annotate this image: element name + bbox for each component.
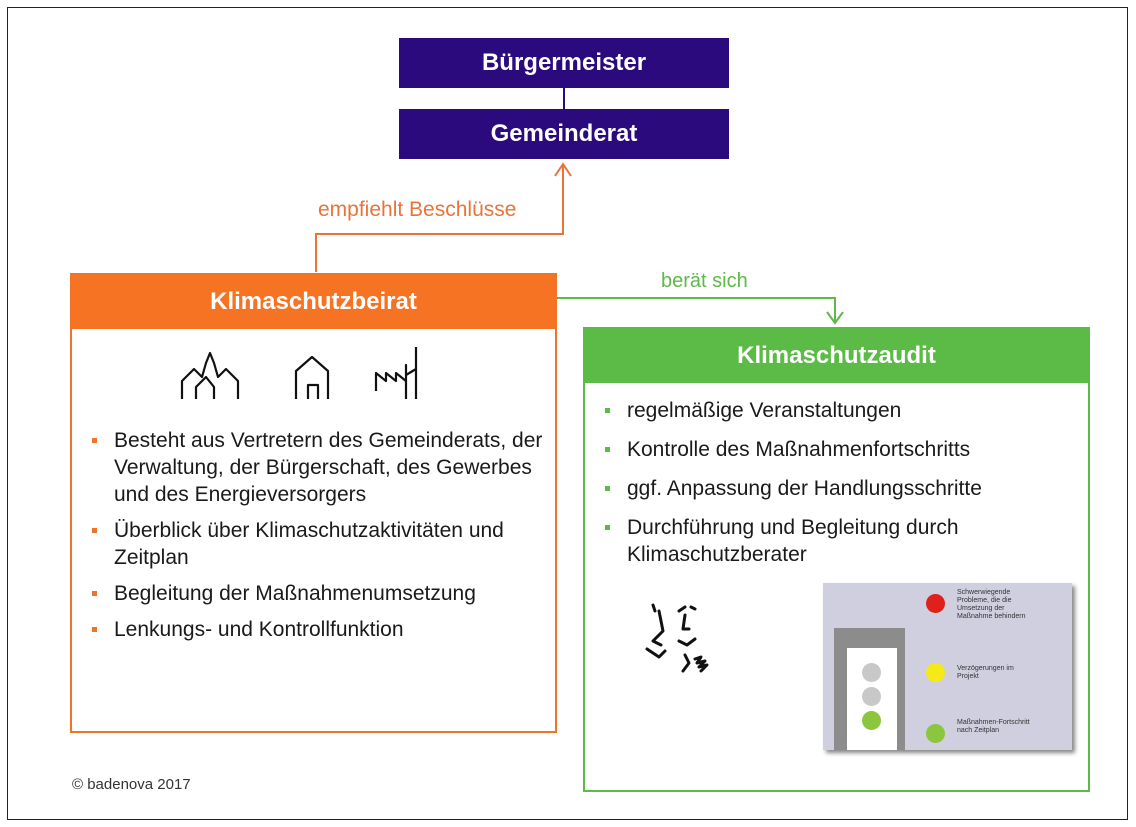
list-item: Begleitung der Maßnahmenumsetzung bbox=[76, 580, 546, 607]
list-item-text: regelmäßige Veranstaltungen bbox=[627, 399, 902, 422]
advisory-board-panel: Klimaschutzbeirat Besteht aus Vertretern… bbox=[70, 273, 557, 733]
audit-title: Klimaschutzaudit bbox=[737, 342, 936, 369]
list-item-text: Überblick über Klimaschutzaktivitäten un… bbox=[114, 519, 504, 569]
mayor-box: Bürgermeister bbox=[399, 38, 729, 88]
advisory-board-header: Klimaschutzbeirat bbox=[72, 275, 555, 329]
bullet-icon bbox=[92, 591, 97, 596]
council-label: Gemeinderat bbox=[490, 120, 638, 147]
copyright: © badenova 2017 bbox=[72, 776, 191, 793]
list-item: Durchführung und Begleitung durch Klimas… bbox=[589, 514, 1079, 568]
list-item: Lenkungs- und Kontrollfunktion bbox=[76, 616, 546, 643]
list-item-text: Kontrolle des Maßnahmenfortschritts bbox=[627, 438, 971, 461]
green-status-text: Maßnahmen-Fortschritt nach Zeitplan bbox=[957, 719, 1030, 734]
traffic-light-bottom-lamp bbox=[862, 711, 881, 730]
red-status-dot bbox=[926, 594, 945, 613]
audit-list: regelmäßige Veranstaltungen Kontrolle de… bbox=[589, 397, 1079, 580]
bullet-icon bbox=[605, 486, 610, 491]
advisory-board-title: Klimaschutzbeirat bbox=[210, 288, 417, 315]
list-item-text: Lenkungs- und Kontrollfunktion bbox=[114, 618, 404, 641]
list-item: Kontrolle des Maßnahmenfortschritts bbox=[589, 436, 1079, 463]
list-item-text: Begleitung der Maßnahmenumsetzung bbox=[114, 582, 476, 605]
red-status-text: Schwerwiegende Probleme, die die Umsetzu… bbox=[957, 589, 1026, 620]
traffic-light-legend: Schwerwiegende Probleme, die die Umsetzu… bbox=[823, 583, 1072, 750]
village-icon bbox=[180, 351, 240, 399]
house-icon bbox=[294, 355, 330, 399]
audit-header: Klimaschutzaudit bbox=[585, 329, 1088, 383]
bullet-icon bbox=[605, 447, 610, 452]
recommends-arrow bbox=[315, 162, 572, 272]
bullet-icon bbox=[605, 408, 610, 413]
bullet-icon bbox=[92, 528, 97, 533]
council-box: Gemeinderat bbox=[399, 109, 729, 159]
consults-arrow bbox=[557, 297, 844, 325]
mayor-label: Bürgermeister bbox=[481, 49, 647, 76]
industry-icon bbox=[374, 347, 418, 399]
mayor-council-connector bbox=[563, 88, 565, 109]
discussion-faces-icon bbox=[645, 603, 709, 673]
traffic-light-middle-lamp bbox=[862, 687, 881, 706]
consults-label: berät sich bbox=[661, 270, 748, 292]
list-item: Überblick über Klimaschutzaktivitäten un… bbox=[76, 517, 546, 571]
list-item: Besteht aus Vertretern des Gemeinderats,… bbox=[76, 427, 546, 508]
list-item-text: Durchführung und Begleitung durch Klimas… bbox=[627, 516, 959, 566]
list-item-text: Besteht aus Vertretern des Gemeinderats,… bbox=[114, 429, 543, 506]
list-item: regelmäßige Veranstaltungen bbox=[589, 397, 1079, 424]
advisory-board-list: Besteht aus Vertretern des Gemeinderats,… bbox=[76, 427, 546, 652]
audit-panel: Klimaschutzaudit regelmäßige Veranstaltu… bbox=[583, 327, 1090, 792]
list-item-text: ggf. Anpassung der Handlungsschritte bbox=[627, 477, 982, 500]
list-item: ggf. Anpassung der Handlungsschritte bbox=[589, 475, 1079, 502]
bullet-icon bbox=[92, 438, 97, 443]
bullet-icon bbox=[605, 525, 610, 530]
stakeholder-icons bbox=[180, 347, 418, 399]
traffic-light-top-lamp bbox=[862, 663, 881, 682]
bullet-icon bbox=[92, 627, 97, 632]
yellow-status-text: Verzögerungen im Projekt bbox=[957, 665, 1014, 680]
recommends-label: empfiehlt Beschlüsse bbox=[318, 198, 517, 221]
yellow-status-dot bbox=[926, 663, 945, 682]
green-status-dot bbox=[926, 724, 945, 743]
